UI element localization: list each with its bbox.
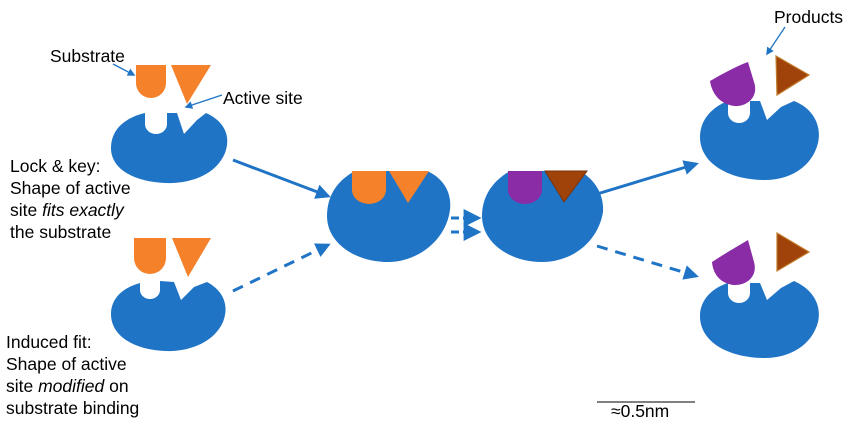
arrow-release-lock-key [596,160,699,196]
lock-key-line2: Shape of active [10,178,131,198]
products-pointer-arrow [766,26,786,56]
substrate-lock-key [136,65,166,98]
bound-product-a [508,171,542,204]
arrow-induced-fit-binding [232,243,331,293]
scale-label: ≈0.5nm [611,401,670,421]
lock-key-line3: site fits exactly [10,200,124,220]
substrate-triangle-induced-fit [172,238,211,277]
enzyme-released-bottom [700,281,819,358]
substrate-label: Substrate [50,46,125,66]
arrow-release-induced-fit [596,244,699,280]
enzyme-product-complex [482,171,604,262]
lock-key-line4: the substrate [10,222,112,242]
induced-fit-title: Induced fit: [6,332,92,352]
induced-fit-line3: site modified on [6,376,129,396]
substrate-triangle-lock-key [171,65,211,104]
enzyme-lock-key [111,113,228,184]
active-site-pointer-arrow [184,94,223,109]
bound-product-b [544,170,588,203]
induced-fit-description: Induced fit: Shape of active site modifi… [6,331,139,419]
induced-fit-line2: Shape of active [6,354,127,374]
substrate-pointer-arrow [112,63,136,76]
lock-key-title: Lock & key: [10,156,101,176]
bound-substrate-triangle [389,171,429,203]
product-a-top [710,62,756,107]
enzyme-substrate-complex [327,171,451,262]
enzyme-released-top [700,101,819,180]
enzyme-induced-fit [111,281,226,352]
products-label: Products [774,7,844,27]
product-b-top [775,54,811,97]
arrow-lock-key-binding [232,158,331,199]
induced-fit-line4: substrate binding [6,398,140,418]
active-site-label: Active site [223,88,303,108]
product-b-bottom [776,231,811,273]
bound-substrate [352,171,386,204]
lock-key-description: Lock & key: Shape of active site fits ex… [10,155,131,243]
substrate-induced-fit [134,238,166,274]
product-a-bottom [712,240,755,286]
